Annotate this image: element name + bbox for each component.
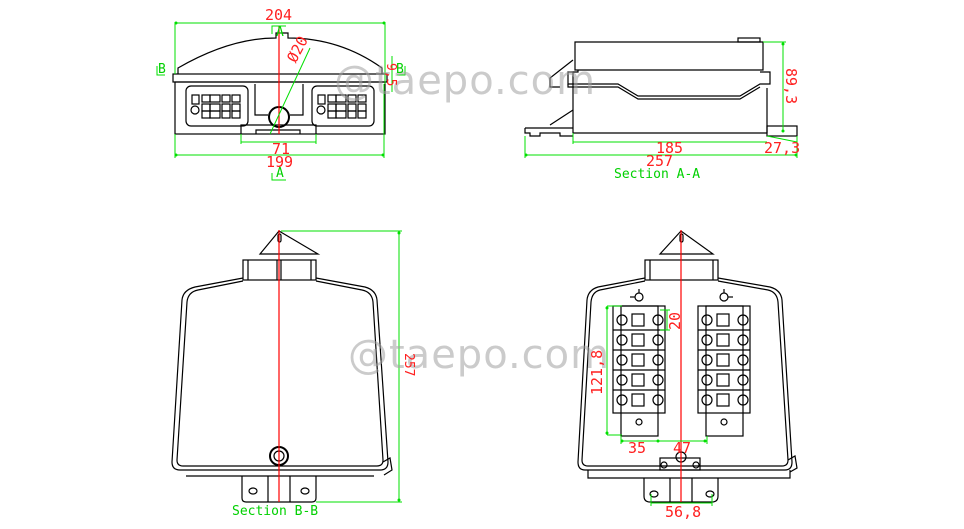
dim-section-b-height: 257 bbox=[401, 353, 416, 377]
dim-interior-mount-spacing: 56,8 bbox=[665, 503, 702, 521]
dim-section-a-body-length: 185 bbox=[656, 139, 684, 157]
dim-front-bottom-width: 199 bbox=[266, 153, 294, 171]
section-marker-b-right: B bbox=[396, 62, 404, 77]
interior-view bbox=[577, 230, 798, 506]
watermark-bottom: @taepo.com bbox=[348, 332, 611, 378]
dim-interior-row-pitch: 20 bbox=[666, 311, 684, 330]
section-marker-a-bottom: A bbox=[276, 166, 284, 181]
watermark-top: @taepo.com bbox=[334, 58, 597, 104]
dim-interior-block-height: 121,8 bbox=[588, 349, 606, 395]
dim-front-top-width: 204 bbox=[265, 6, 293, 24]
dim-interior-block-width: 35 bbox=[628, 439, 647, 457]
section-b-b-view bbox=[171, 230, 402, 503]
dim-front-base-width: 71 bbox=[272, 140, 291, 158]
section-b-b-title: Section B-B bbox=[232, 504, 319, 519]
section-marker-b-left: B bbox=[158, 62, 166, 77]
dim-interior-gap: 47 bbox=[673, 439, 692, 457]
section-marker-a-top: A bbox=[276, 25, 284, 40]
dim-section-a-total-length: 257 bbox=[646, 152, 674, 170]
dim-section-a-height: 89,3 bbox=[782, 68, 800, 105]
dim-section-a-tail: 27,3 bbox=[764, 139, 801, 157]
section-a-a-title: Section A-A bbox=[614, 167, 701, 182]
section-a-a-view bbox=[524, 37, 798, 158]
front-view bbox=[156, 21, 406, 181]
